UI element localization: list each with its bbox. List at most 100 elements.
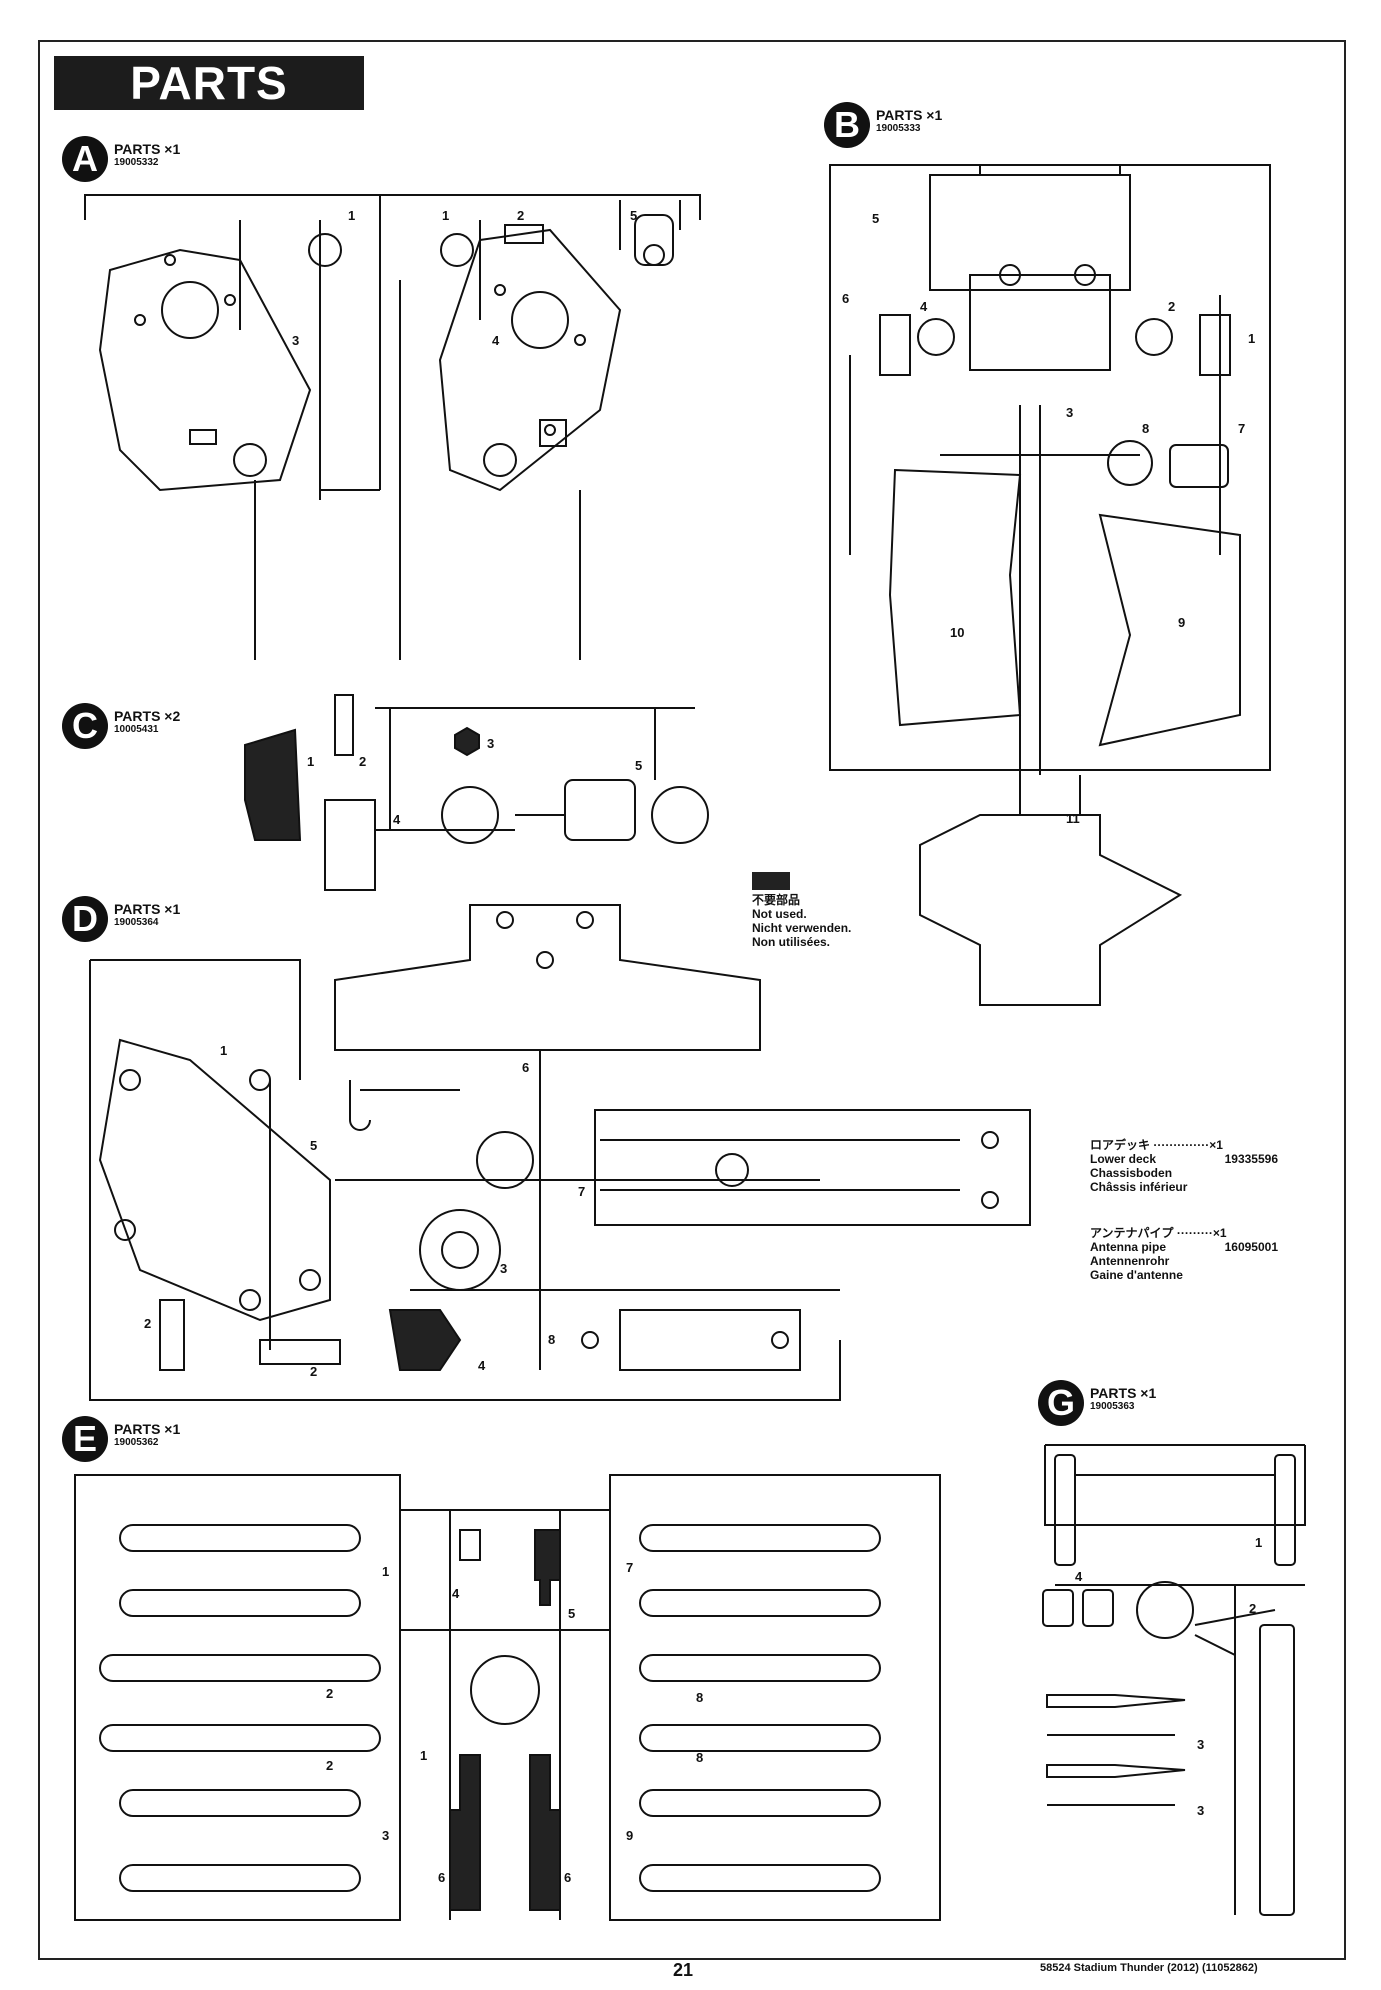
page-frame	[38, 40, 1346, 1960]
group-g-header: G PARTS ×1 19005363	[1038, 1380, 1156, 1426]
sprue-e-num: 8	[696, 1750, 703, 1765]
group-g-letter: G	[1038, 1380, 1084, 1426]
sprue-e-num: 4	[452, 1586, 460, 1601]
sprue-d-num: 8	[548, 1332, 555, 1347]
sprue-g-num: 3	[1197, 1803, 1204, 1818]
group-g-qty: PARTS ×1	[1090, 1385, 1157, 1401]
group-d-letter: D	[62, 896, 108, 942]
sprue-a-num: 2	[517, 208, 524, 223]
lower-deck-fr: Châssis inférieur	[1090, 1180, 1188, 1194]
lower-deck-de: Chassisboden	[1090, 1166, 1173, 1180]
not-used-legend: 不要部品 Not used. Nicht verwenden. Non util…	[752, 872, 851, 949]
sprue-a-num: 3	[292, 333, 299, 348]
sprue-e-num: 8	[696, 1690, 703, 1705]
sprue-a-num: 1	[348, 208, 355, 223]
sprue-g-num: 4	[1075, 1569, 1083, 1584]
antenna-pipe-en: Antenna pipe	[1090, 1240, 1167, 1254]
sprue-e-num: 6	[438, 1870, 445, 1885]
sprue-b-num: 8	[1142, 421, 1149, 436]
sprue-c-num: 4	[393, 812, 401, 827]
antenna-pipe-fr: Gaine d'antenne	[1090, 1268, 1183, 1282]
group-b-header: B PARTS ×1 19005333	[824, 102, 942, 148]
not-used-ja: 不要部品	[752, 893, 801, 907]
sprue-e-num: 3	[382, 1828, 389, 1843]
sprue-d-num: 7	[578, 1184, 585, 1199]
sprue-e-num: 2	[326, 1686, 333, 1701]
antenna-pipe-ja: アンテナパイプ ·········×1	[1090, 1226, 1227, 1240]
sprue-b-num: 7	[1238, 421, 1245, 436]
sprue-c-num: 2	[359, 754, 366, 769]
sprue-g: 4 1 2 3 3	[1035, 1435, 1315, 1925]
sprue-e-num: 2	[326, 1758, 333, 1773]
group-d-header: D PARTS ×1 19005364	[62, 896, 180, 942]
sprue-b-num: 11	[1066, 811, 1080, 826]
not-used-de: Nicht verwenden.	[752, 921, 852, 935]
lower-deck-info: ロアデッキ ··············×1 Lower deck 193355…	[1090, 1138, 1278, 1194]
sprue-d-num: 3	[500, 1261, 507, 1276]
not-used-fr: Non utilisées.	[752, 935, 831, 949]
sprue-e-num: 9	[626, 1828, 633, 1843]
sprue-d: 1 6 5 7 3 2 4 8 2	[60, 900, 1060, 1410]
sprue-c-num: 1	[307, 754, 314, 769]
sprue-g-num: 2	[1249, 1601, 1256, 1616]
sprue-d-num: 5	[310, 1138, 317, 1153]
antenna-pipe-code: 16095001	[1224, 1240, 1278, 1254]
sprue-e-num: 1	[382, 1564, 389, 1579]
page-number: 21	[673, 1960, 694, 1980]
not-used-en: Not used.	[752, 907, 807, 921]
sprue-b-num: 9	[1178, 615, 1185, 630]
lower-deck-en: Lower deck	[1090, 1152, 1157, 1166]
group-d-qty: PARTS ×1	[114, 901, 181, 917]
sprue-a-num: 5	[630, 208, 637, 223]
group-a-letter: A	[62, 136, 108, 182]
sprue-d-num: 2	[310, 1364, 317, 1379]
sprue-e-num: 7	[626, 1560, 633, 1575]
sprue-e: 1 4 5 7 2 2 8 8 1 3 9 6 6	[70, 1470, 950, 1930]
group-a-qty: PARTS ×1	[114, 141, 181, 157]
group-a-header: A PARTS ×1 19005332	[62, 136, 180, 182]
group-b-qty: PARTS ×1	[876, 107, 943, 123]
group-e-qty: PARTS ×1	[114, 1421, 181, 1437]
sprue-c-num: 3	[487, 736, 494, 751]
group-c-letter: C	[62, 703, 108, 749]
group-e-letter: E	[62, 1416, 108, 1462]
sprue-d-num: 4	[478, 1358, 486, 1373]
antenna-pipe-de: Antennenrohr	[1090, 1254, 1170, 1268]
group-c-header: C PARTS ×2 10005431	[62, 703, 180, 749]
sprue-a-num: 1	[442, 208, 449, 223]
sprue-b-num: 1	[1248, 331, 1255, 346]
group-e-code: 19005362	[114, 1437, 159, 1448]
sprue-d-num: 2	[144, 1316, 151, 1331]
sprue-e-num: 1	[420, 1748, 427, 1763]
sprue-g-num: 3	[1197, 1737, 1204, 1752]
group-c-qty: PARTS ×2	[114, 708, 181, 724]
group-b-letter: B	[824, 102, 870, 148]
sprue-b-num: 4	[920, 299, 928, 314]
antenna-pipe-info: アンテナパイプ ·········×1 Antenna pipe 1609500…	[1090, 1226, 1278, 1282]
sprue-a-num: 4	[492, 333, 500, 348]
lower-deck-ja: ロアデッキ ··············×1	[1090, 1138, 1223, 1152]
sprue-e-num: 5	[568, 1606, 575, 1621]
group-b-code: 19005333	[876, 123, 921, 134]
sprue-c: 3 1 2 4 5	[235, 690, 715, 910]
sprue-c-num: 5	[635, 758, 642, 773]
not-used-swatch	[752, 872, 790, 890]
sprue-a: 1 1 2 5 3 4	[80, 190, 720, 670]
group-d-code: 19005364	[114, 917, 159, 928]
sprue-b-num: 2	[1168, 299, 1175, 314]
sprue-b-num: 6	[842, 291, 849, 306]
group-c-code: 10005431	[114, 724, 159, 735]
sprue-e-num: 6	[564, 1870, 571, 1885]
sprue-b-num: 5	[872, 211, 879, 226]
sprue-d-num: 6	[522, 1060, 529, 1075]
sprue-g-num: 1	[1255, 1535, 1262, 1550]
footer-reference: 58524 Stadium Thunder (2012) (11052862)	[1040, 1962, 1258, 1974]
group-e-header: E PARTS ×1 19005362	[62, 1416, 180, 1462]
sprue-b-num: 10	[950, 625, 964, 640]
sprue-b-num: 3	[1066, 405, 1073, 420]
group-a-code: 19005332	[114, 157, 159, 168]
page-title: PARTS	[54, 56, 364, 110]
sprue-b: 5 6 4 2 1 3 8 7 10 9 11	[820, 155, 1280, 1055]
sprue-d-num: 1	[220, 1043, 227, 1058]
group-g-code: 19005363	[1090, 1401, 1135, 1412]
